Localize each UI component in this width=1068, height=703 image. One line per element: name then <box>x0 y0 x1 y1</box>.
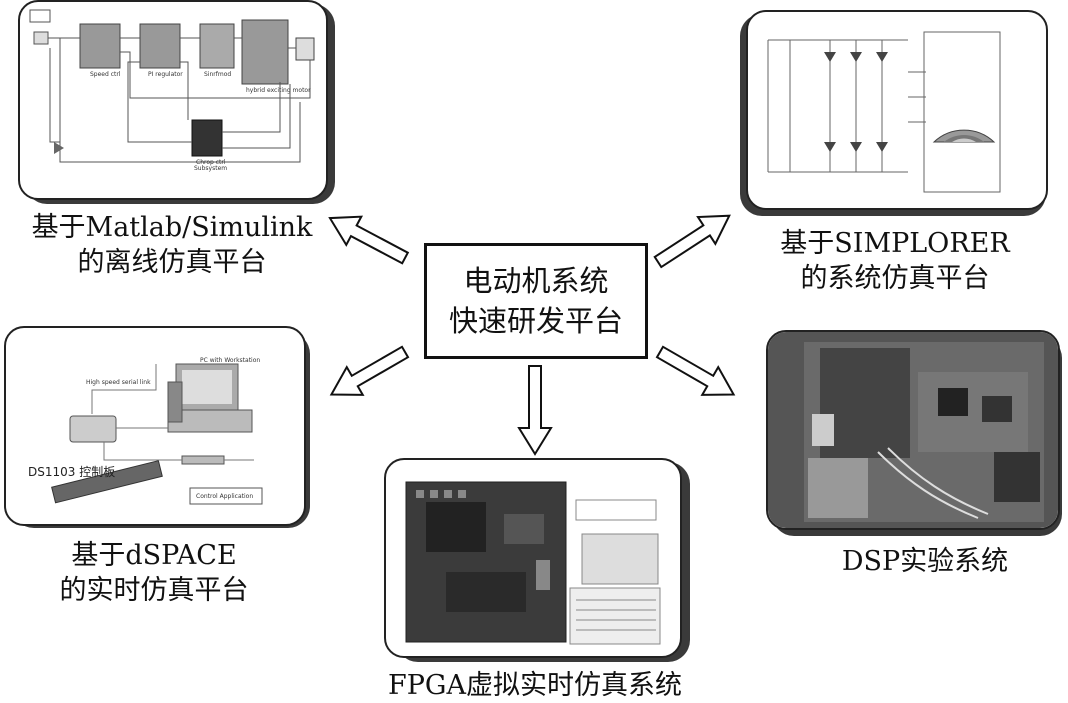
svg-text:High speed serial link: High speed serial link <box>86 379 151 386</box>
matlab-label: 基于Matlab/Simulink 的离线仿真平台 <box>22 210 322 280</box>
svg-text:Sinrfmod: Sinrfmod <box>204 71 231 78</box>
center-box: 电动机系统 快速研发平台 <box>424 243 648 359</box>
dspace-label-line1: 基于dSPACE <box>71 540 237 571</box>
dspace-board-label: DS1103 控制板 <box>28 465 115 479</box>
simplorer-label-line2: 的系统仿真平台 <box>800 263 990 294</box>
dsp-label: DSP实验系统 <box>780 544 1068 579</box>
svg-text:Speed ctrl: Speed ctrl <box>90 71 121 78</box>
dspace-label-line2: 的实时仿真平台 <box>59 575 249 606</box>
dsp-label-line1: DSP实验系统 <box>841 546 1009 577</box>
svg-text:hybrid exciting motor: hybrid exciting motor <box>246 87 311 94</box>
fpga-card <box>384 458 682 658</box>
svg-text:Control Application: Control Application <box>196 493 253 500</box>
simplorer-card <box>746 10 1048 210</box>
arrow-to-dsp <box>655 345 736 396</box>
arrow-to-fpga <box>517 365 553 456</box>
arrow-to-dspace <box>329 345 410 396</box>
simulink-diagram: Speed ctrl PI regulator Sinrfmod hybrid … <box>29 9 315 172</box>
dsp-hardware-photo <box>768 332 1058 528</box>
fpga-label: FPGA虚拟实时仿真系统 <box>360 668 710 703</box>
dspace-label: 基于dSPACE 的实时仿真平台 <box>4 538 304 608</box>
svg-text:PC with Workstation: PC with Workstation <box>200 357 260 364</box>
dspace-card: High speed serial link PC with Workstati… <box>4 326 306 526</box>
dsp-card <box>766 330 1060 530</box>
arrow-to-matlab <box>328 215 410 265</box>
center-line2: 快速研发平台 <box>448 304 623 338</box>
svg-text:Chrop ctrl: Chrop ctrl <box>196 159 226 166</box>
svg-text:Subsystem: Subsystem <box>194 165 227 172</box>
simplorer-circuit <box>767 31 1001 193</box>
svg-text:PI regulator: PI regulator <box>148 71 183 78</box>
simplorer-label: 基于SIMPLORER 的系统仿真平台 <box>745 226 1045 296</box>
simplorer-label-line1: 基于SIMPLORER <box>780 228 1010 259</box>
fpga-label-line1: FPGA虚拟实时仿真系统 <box>388 670 682 701</box>
center-line1: 电动机系统 <box>463 264 609 298</box>
matlab-label-line2: 的离线仿真平台 <box>77 247 267 278</box>
matlab-card: Speed ctrl PI regulator Sinrfmod hybrid … <box>18 0 328 200</box>
dspace-setup-image: High speed serial link PC with Workstati… <box>28 357 263 505</box>
arrow-to-simplorer <box>653 214 731 269</box>
fpga-board-image <box>405 481 661 645</box>
matlab-label-line1: 基于Matlab/Simulink <box>31 212 313 243</box>
